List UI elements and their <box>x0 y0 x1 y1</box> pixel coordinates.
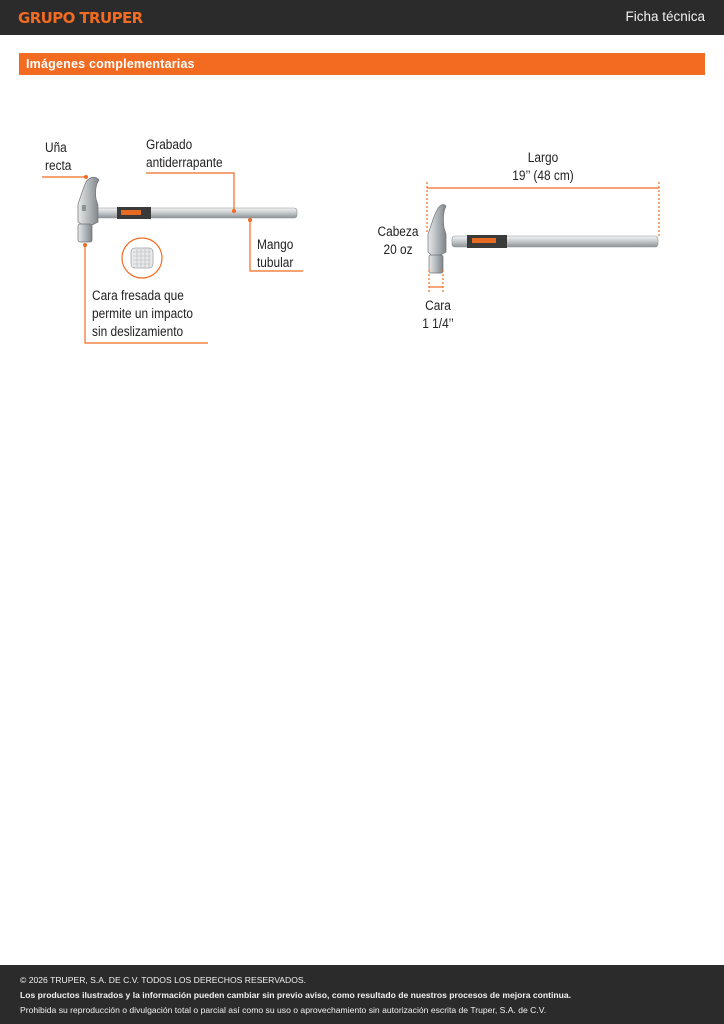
callout-markers <box>83 175 252 247</box>
footer-notice: Los productos ilustrados y la informació… <box>20 990 572 1000</box>
brand-logo: GRUPO TRUPER <box>18 9 143 27</box>
left-hammer-illustration <box>77 176 298 243</box>
right-dimensions <box>426 182 660 292</box>
document-type: Ficha técnica <box>625 9 705 24</box>
section-header: Imágenes complementarias <box>19 53 705 75</box>
label-straight-claw: Uña recta <box>45 140 72 173</box>
label-milled-face: Cara fresada que permite un impacto sin … <box>92 288 194 339</box>
hammer-figures <box>42 172 660 344</box>
footer-copyright: © 2026 TRUPER, S.A. DE C.V. TODOS LOS DE… <box>20 975 307 985</box>
footer: © 2026 TRUPER, S.A. DE C.V. TODOS LOS DE… <box>0 965 724 1024</box>
label-length: Largo <box>527 150 559 165</box>
milled-face-detail <box>121 237 163 279</box>
label-head-weight: Cabeza 20 oz <box>377 224 419 257</box>
left-callouts <box>42 172 303 344</box>
label-face-size: Cara 1 1/4’’ <box>422 298 454 331</box>
label-anti-slip-grip: Grabado antiderrapante <box>146 137 223 170</box>
section-title: Imágenes complementarias <box>26 57 195 71</box>
top-bar: GRUPO TRUPER Ficha técnica <box>0 0 724 35</box>
label-tubular-handle: Mango tubular <box>257 237 294 270</box>
right-hammer-illustration <box>427 204 659 274</box>
label-length-value: 19’’ (48 cm) <box>512 168 574 183</box>
footer-prohibition: Prohibida su reproducción o divulgación … <box>20 1005 547 1015</box>
